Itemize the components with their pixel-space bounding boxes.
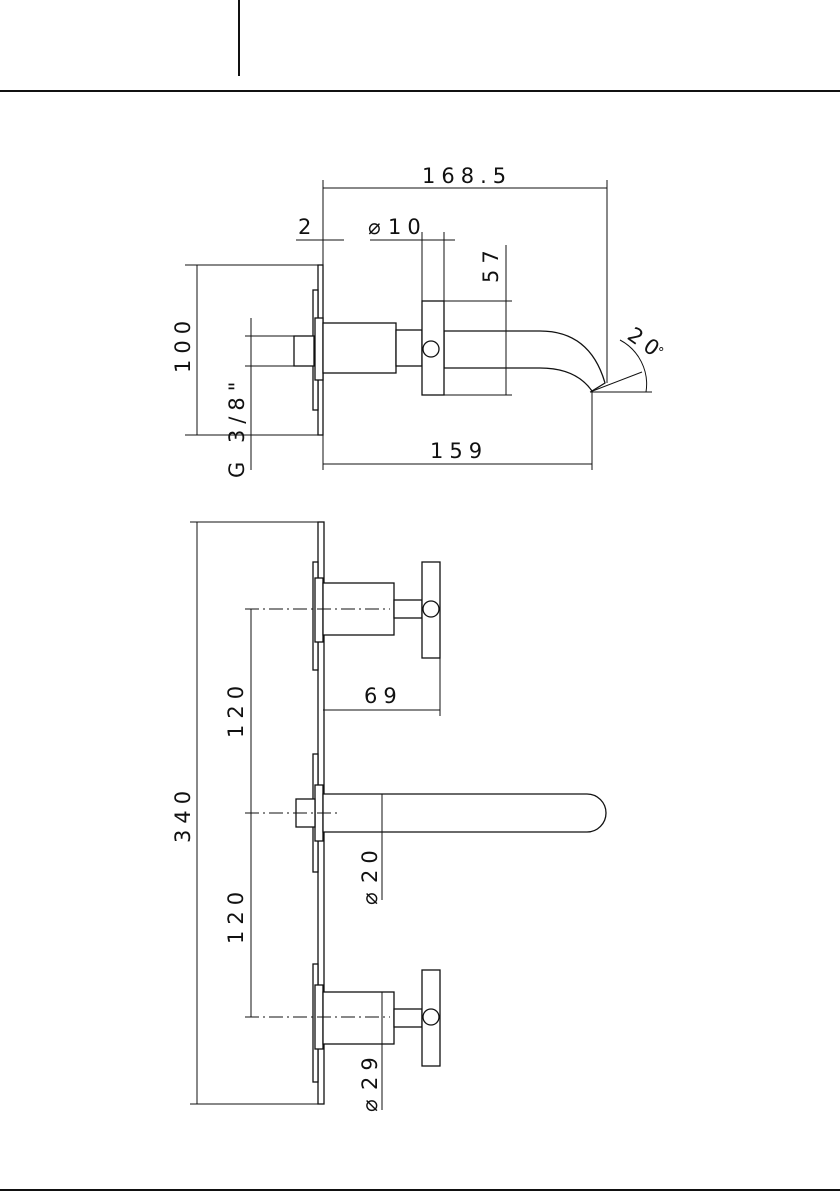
dim-spout-diameter: 20 xyxy=(358,844,382,883)
dim-spacing-bottom: 120 xyxy=(224,886,248,944)
thread-connector xyxy=(294,336,314,366)
valve-body-bottom xyxy=(323,992,394,1044)
dim-diameter-symbol-b: ⌀ xyxy=(358,886,382,905)
dim-handle-projection: 69 xyxy=(364,684,403,708)
dim-diameter-symbol-c: ⌀ xyxy=(358,1093,382,1112)
spout-front xyxy=(323,794,606,832)
dim-thread-size: G 3/8" xyxy=(225,376,249,478)
title-block xyxy=(0,0,840,91)
spout-side xyxy=(444,331,605,391)
dim-handle-diameter: 29 xyxy=(358,1051,382,1090)
dim-spout-length: 159 xyxy=(430,439,488,463)
dim-diameter-symbol-a: ⌀ xyxy=(368,215,387,239)
valve-body-side xyxy=(323,323,396,373)
dim-lever-height: 57 xyxy=(479,244,503,283)
dim-plate-height: 100 xyxy=(171,315,195,373)
dim-plate-thickness: 2 xyxy=(298,215,317,239)
dim-lever-diameter: 10 xyxy=(388,215,427,239)
side-view: 168.5 2 ⌀ 10 57 100 G 3/8" 159 xyxy=(171,164,671,478)
dim-spacing-top: 120 xyxy=(224,680,248,738)
dim-plate-width: 340 xyxy=(171,785,195,843)
handle-hub xyxy=(423,341,439,357)
dim-overall-length: 168.5 xyxy=(422,164,512,188)
front-view: 340 120 120 69 ⌀ 20 ⌀ 29 xyxy=(171,522,606,1112)
dim-degree-symbol: ° xyxy=(658,346,671,361)
